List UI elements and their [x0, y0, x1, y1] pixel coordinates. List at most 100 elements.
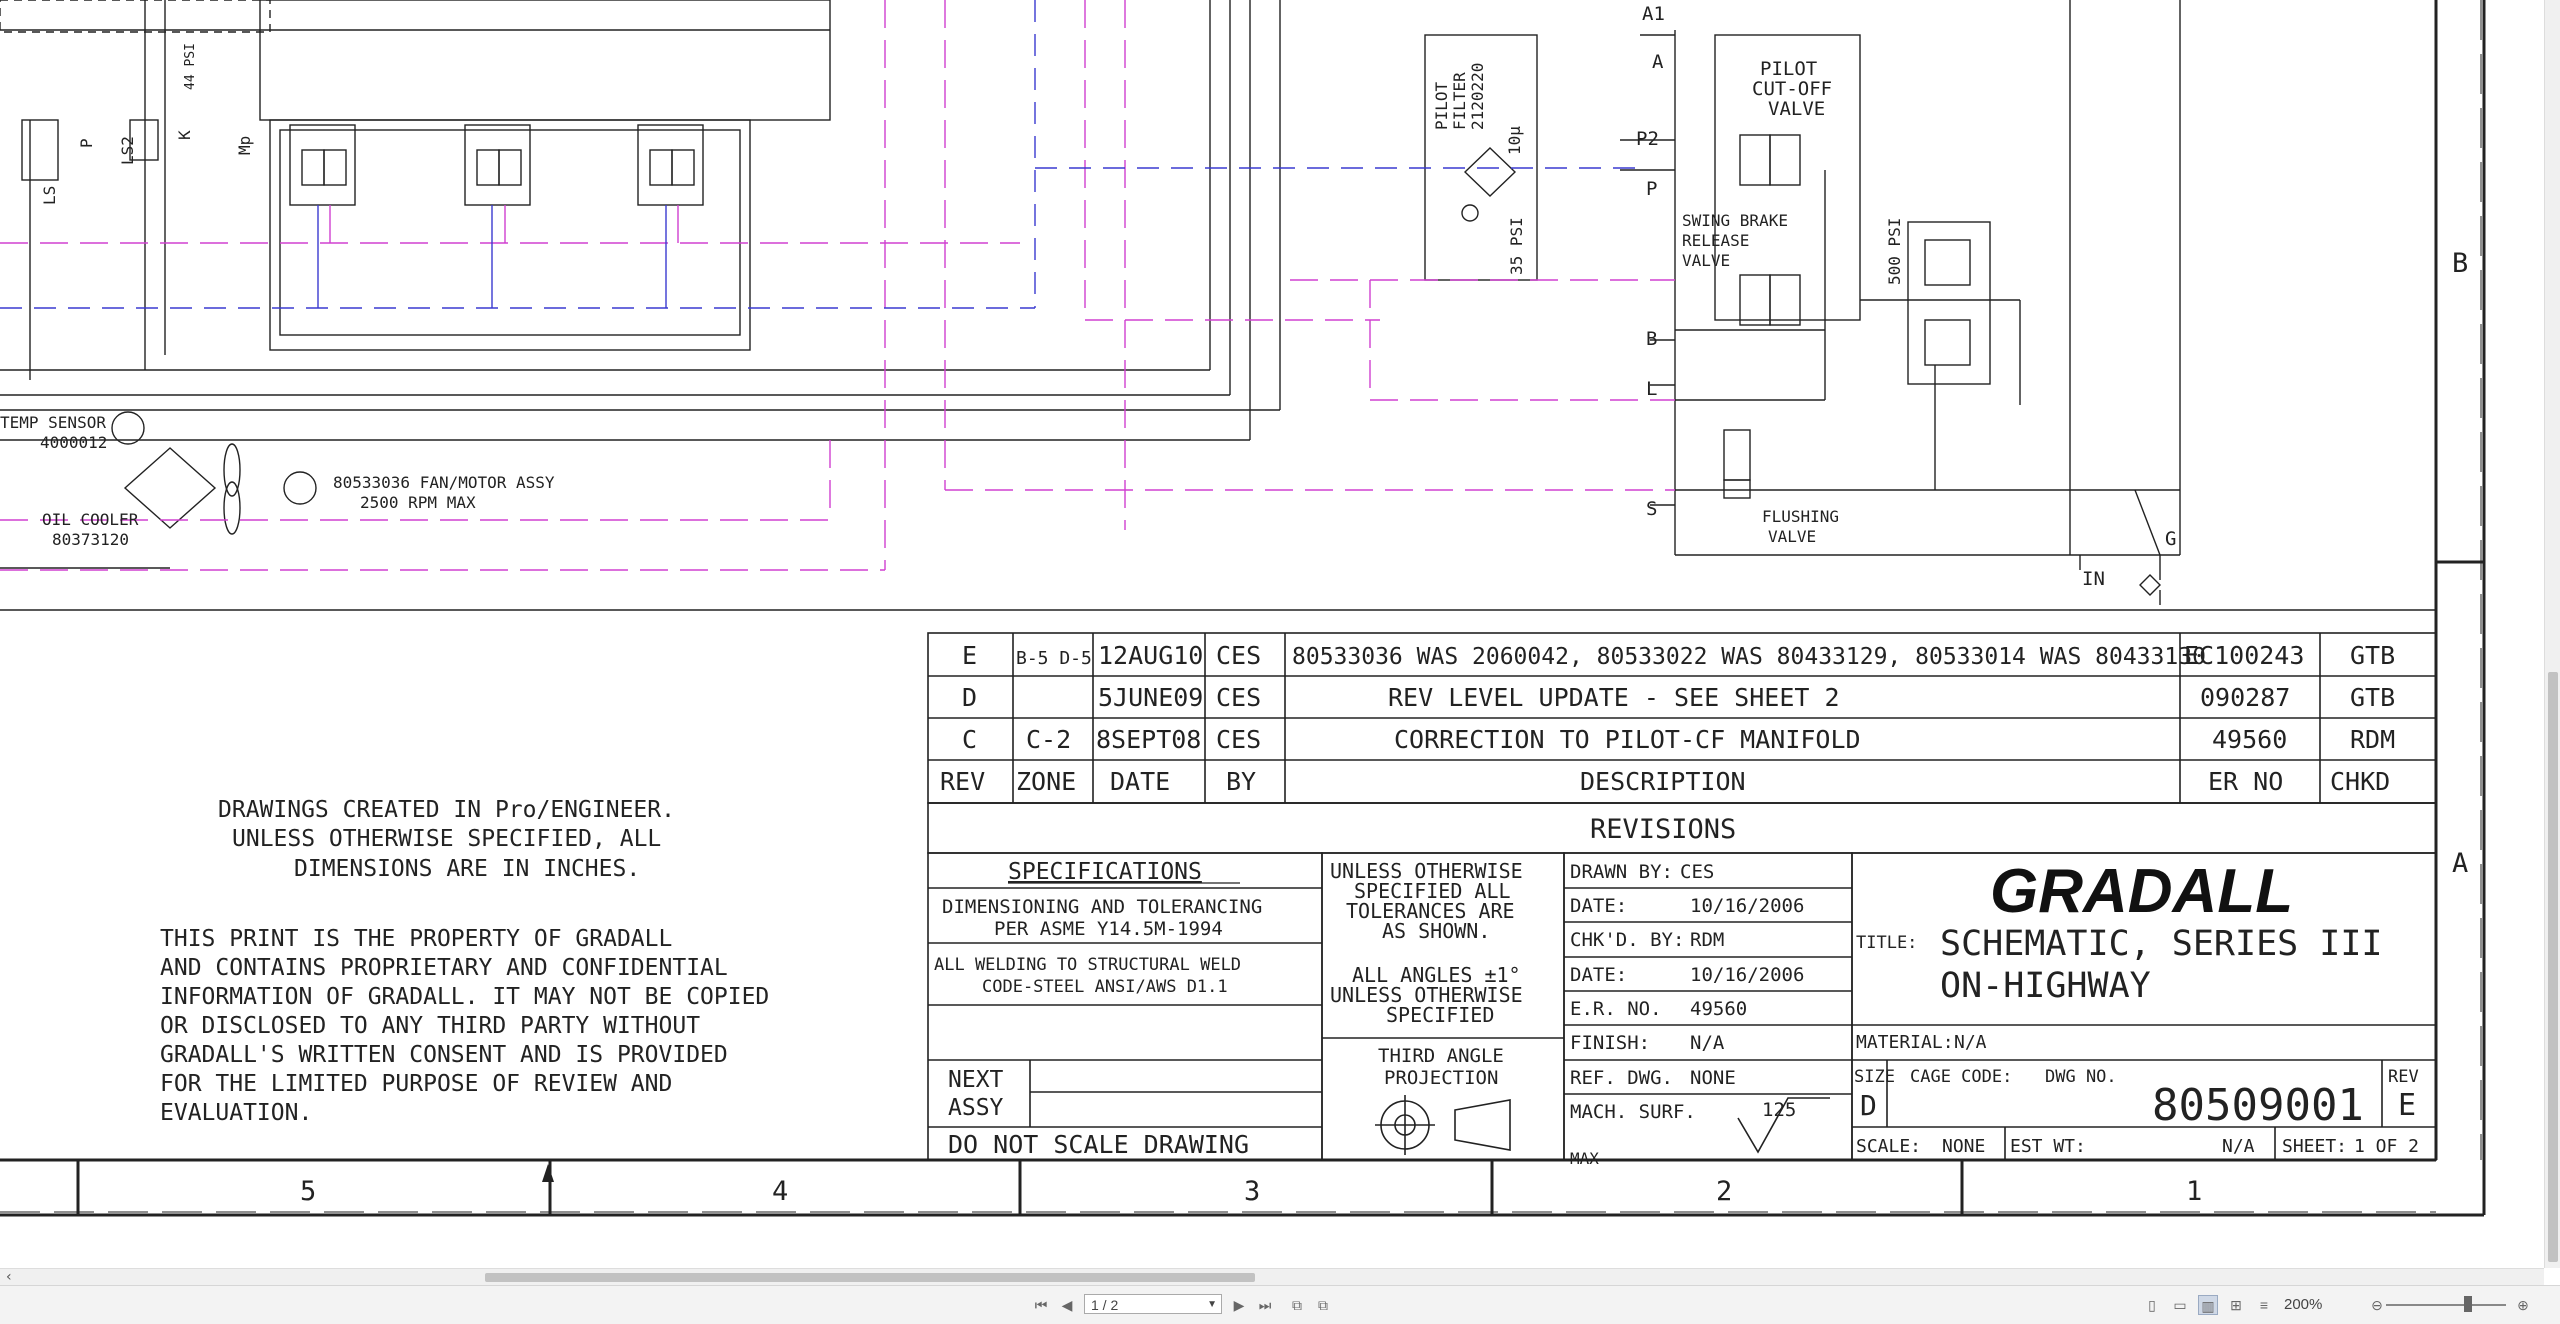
page-number-field[interactable]: 1 / 2 ▼	[1084, 1294, 1222, 1314]
svg-text:ALL WELDING TO STRUCTURAL WELD: ALL WELDING TO STRUCTURAL WELD	[934, 955, 1241, 975]
svg-text:ZONE: ZONE	[1016, 767, 1076, 796]
svg-text:4: 4	[772, 1176, 788, 1207]
svg-text:N/A: N/A	[1954, 1032, 1987, 1053]
svg-text:PER ASME Y14.5M-1994: PER ASME Y14.5M-1994	[994, 918, 1223, 940]
svg-text:SCHEMATIC, SERIES III: SCHEMATIC, SERIES III	[1940, 924, 2383, 964]
svg-text:FILTER: FILTER	[1450, 72, 1469, 130]
svg-text:LS: LS	[40, 186, 59, 205]
svg-text:PILOT: PILOT	[1760, 58, 1817, 80]
svg-text:3: 3	[1244, 1176, 1260, 1207]
scroll-left-icon[interactable]: ‹	[6, 1269, 12, 1285]
svg-text:E: E	[2398, 1088, 2416, 1123]
svg-text:CES: CES	[1216, 725, 1261, 754]
two-page-view-icon[interactable]: ▥	[2198, 1295, 2218, 1315]
svg-text:5JUNE09: 5JUNE09	[1098, 683, 1203, 712]
svg-text:INFORMATION OF GRADALL. IT MAY: INFORMATION OF GRADALL. IT MAY NOT BE CO…	[160, 984, 769, 1010]
svg-text:SPECIFIED: SPECIFIED	[1386, 1003, 1494, 1027]
svg-text:IN: IN	[2082, 568, 2105, 590]
next-page-icon[interactable]: ▶	[1233, 1297, 1245, 1313]
svg-text:ER NO: ER NO	[2208, 767, 2283, 796]
page-copy-alt-icon[interactable]: ⧉	[1318, 1297, 1328, 1313]
svg-text:SIZE: SIZE	[1854, 1067, 1895, 1087]
svg-text:DIMENSIONING AND TOLERANCING: DIMENSIONING AND TOLERANCING	[942, 896, 1262, 918]
svg-text:G: G	[2165, 528, 2176, 550]
svg-text:SHEET:: SHEET:	[2282, 1136, 2347, 1157]
svg-text:80373120: 80373120	[52, 530, 129, 549]
svg-text:THIRD ANGLE: THIRD ANGLE	[1378, 1045, 1504, 1067]
svg-text:2500 RPM MAX: 2500 RPM MAX	[360, 493, 476, 512]
book-view-icon[interactable]: ⊞	[2230, 1297, 2242, 1313]
svg-text:CHK'D. BY:: CHK'D. BY:	[1570, 929, 1684, 951]
svg-text:2120220: 2120220	[1468, 63, 1487, 130]
chevron-down-icon: ▼	[1207, 1299, 1217, 1310]
schematic-drawing[interactable]: TEMP SENSOR 4000012 OIL COOLER 80373120 …	[0, 0, 2544, 1268]
svg-text:A: A	[1652, 51, 1664, 73]
svg-text:DATE:: DATE:	[1570, 895, 1627, 917]
zoom-in-icon[interactable]: ⊕	[2517, 1297, 2529, 1313]
svg-text:MATERIAL:: MATERIAL:	[1856, 1032, 1954, 1053]
svg-text:LS2: LS2	[118, 136, 137, 165]
svg-text:DRAWN BY:: DRAWN BY:	[1570, 861, 1673, 883]
svg-text:GRADALL'S WRITTEN CONSENT AND: GRADALL'S WRITTEN CONSENT AND IS PROVIDE…	[160, 1042, 728, 1068]
svg-text:SWING BRAKE: SWING BRAKE	[1682, 211, 1788, 230]
svg-text:49560: 49560	[1690, 998, 1747, 1020]
svg-text:10/16/2006: 10/16/2006	[1690, 964, 1804, 986]
svg-text:DATE:: DATE:	[1570, 964, 1627, 986]
svg-text:RDM: RDM	[1690, 929, 1724, 951]
svg-text:OIL COOLER: OIL COOLER	[42, 510, 139, 529]
svg-text:REV LEVEL UPDATE - SEE SHEET 2: REV LEVEL UPDATE - SEE SHEET 2	[1388, 683, 1840, 712]
horizontal-scroll-thumb[interactable]	[485, 1273, 1255, 1282]
svg-text:CUT-OFF: CUT-OFF	[1752, 78, 1832, 100]
zoom-slider[interactable]	[2386, 1304, 2506, 1306]
single-page-view-icon[interactable]: ▯	[2148, 1297, 2156, 1313]
svg-text:CES: CES	[1216, 641, 1261, 670]
svg-text:CES: CES	[1216, 683, 1261, 712]
svg-text:P2: P2	[1636, 128, 1659, 150]
horizontal-scrollbar[interactable]: ‹	[0, 1268, 2544, 1285]
page-copy-icon[interactable]: ⧉	[1292, 1297, 1302, 1313]
svg-text:P: P	[1646, 178, 1657, 200]
svg-text:DATE: DATE	[1110, 767, 1170, 796]
svg-text:Mp: Mp	[235, 136, 254, 155]
svg-text:EST WT:: EST WT:	[2010, 1136, 2086, 1157]
svg-text:4000012: 4000012	[40, 433, 107, 452]
last-page-icon[interactable]: ⏭	[1258, 1297, 1272, 1313]
schematic-svg: TEMP SENSOR 4000012 OIL COOLER 80373120 …	[0, 0, 2486, 1217]
svg-text:B-5 D-5: B-5 D-5	[1016, 648, 1092, 669]
svg-text:B: B	[2452, 248, 2468, 279]
svg-text:80509001: 80509001	[2152, 1080, 2364, 1131]
prev-page-icon[interactable]: ◀	[1061, 1297, 1073, 1313]
vertical-scroll-thumb[interactable]	[2548, 672, 2558, 1262]
svg-text:RDM: RDM	[2350, 725, 2395, 754]
zoom-slider-handle[interactable]	[2464, 1296, 2472, 1312]
svg-text:A: A	[2452, 848, 2468, 879]
svg-text:REVISIONS: REVISIONS	[1590, 814, 1736, 845]
svg-text:E: E	[962, 641, 977, 670]
tools-view-icon[interactable]: ≡	[2259, 1297, 2269, 1313]
svg-text:NEXT: NEXT	[948, 1067, 1004, 1093]
svg-text:TEMP SENSOR: TEMP SENSOR	[0, 413, 106, 432]
svg-text:UNLESS OTHERWISE: UNLESS OTHERWISE	[1330, 859, 1523, 883]
svg-text:EC100243: EC100243	[2184, 641, 2304, 670]
continuous-view-icon[interactable]: ▭	[2173, 1297, 2187, 1313]
svg-text:GTB: GTB	[2350, 641, 2395, 670]
svg-text:VALVE: VALVE	[1768, 527, 1816, 546]
svg-text:12AUG10: 12AUG10	[1098, 641, 1203, 670]
svg-text:CHKD: CHKD	[2330, 767, 2390, 796]
svg-text:80533036 FAN/MOTOR ASSY: 80533036 FAN/MOTOR ASSY	[333, 473, 555, 492]
first-page-icon[interactable]: ⏮	[1034, 1297, 1048, 1313]
svg-text:10/16/2006: 10/16/2006	[1690, 895, 1804, 917]
svg-text:49560: 49560	[2212, 725, 2287, 754]
svg-text:1: 1	[2186, 1176, 2202, 1207]
svg-text:DIMENSIONS ARE IN INCHES.: DIMENSIONS ARE IN INCHES.	[294, 856, 640, 882]
page-number-value: 1 / 2	[1091, 1297, 1119, 1313]
svg-text:VALVE: VALVE	[1768, 98, 1825, 120]
svg-text:P: P	[77, 138, 96, 148]
svg-text:REV: REV	[2388, 1067, 2419, 1087]
vertical-scrollbar[interactable]	[2544, 0, 2560, 1268]
svg-text:VALVE: VALVE	[1682, 251, 1730, 270]
zoom-out-icon[interactable]: ⊖	[2371, 1297, 2383, 1313]
svg-text:AS SHOWN.: AS SHOWN.	[1382, 919, 1490, 943]
svg-text:80533036 WAS 2060042, 80533022: 80533036 WAS 2060042, 80533022 WAS 80433…	[1292, 644, 2206, 670]
